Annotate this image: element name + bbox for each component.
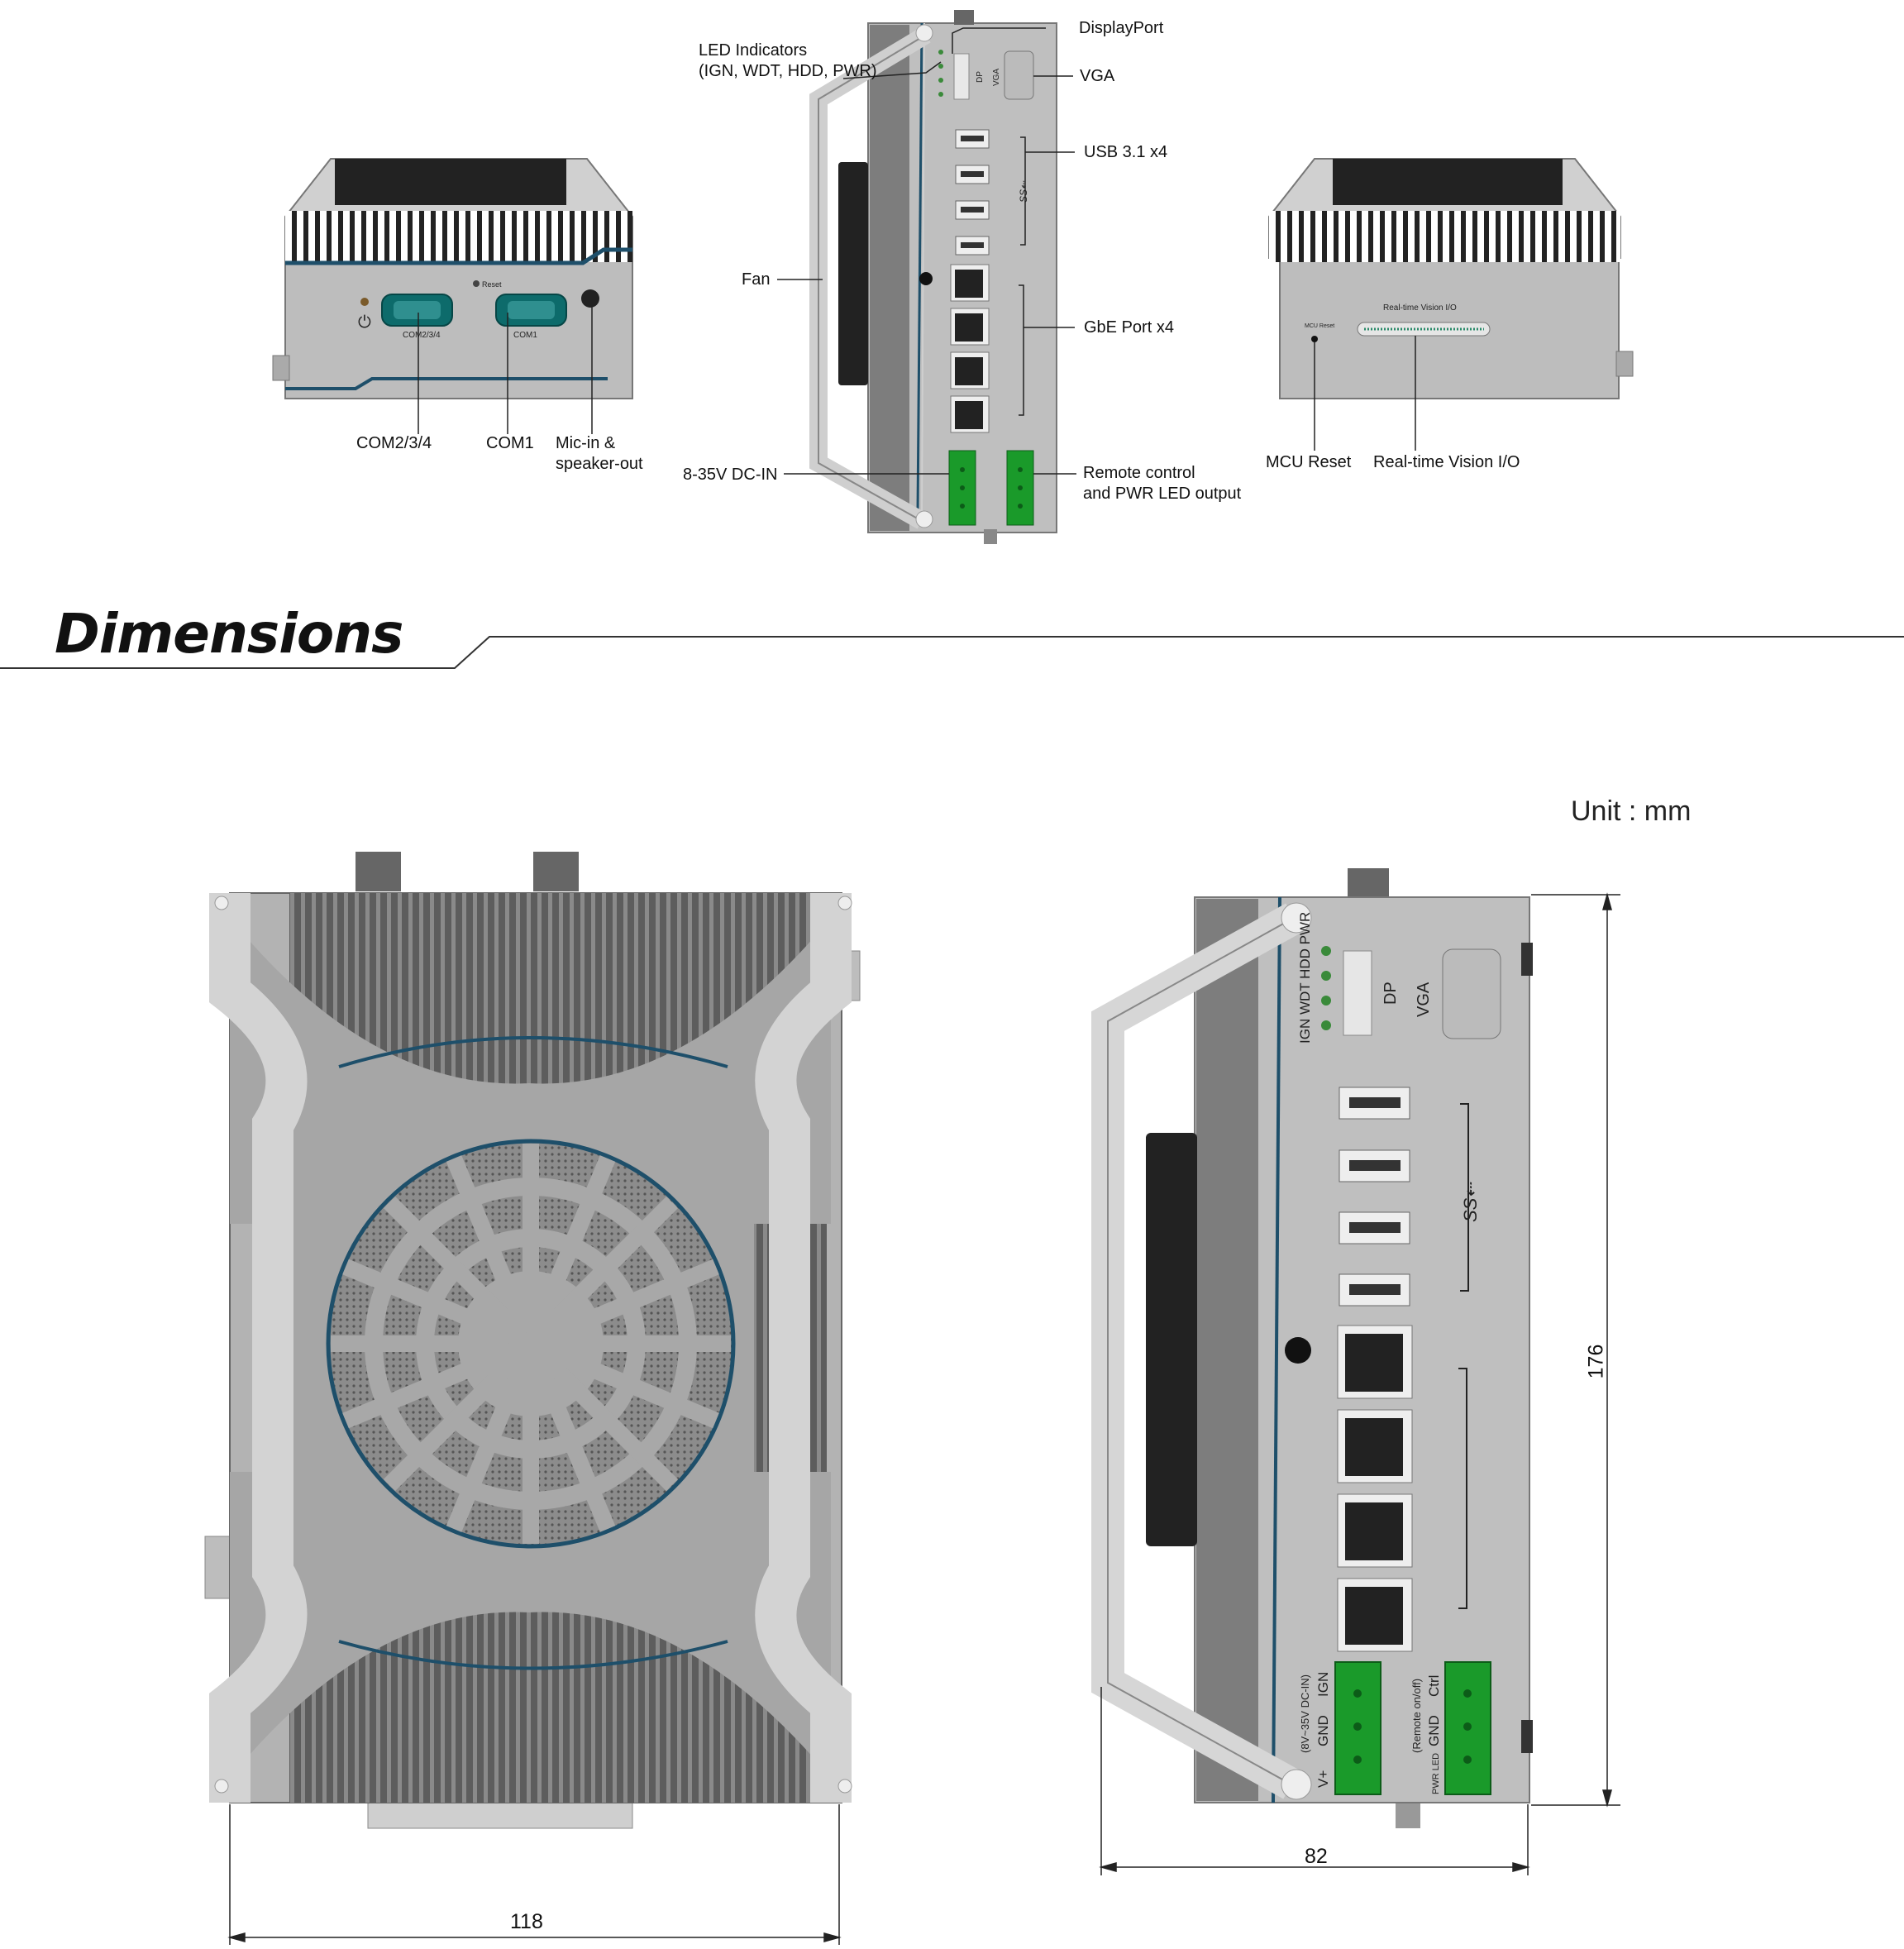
label-led-indicators-sub: (IGN, WDT, HDD, PWR) (699, 62, 877, 80)
drawing-ctrl-text: Ctrl (1426, 1675, 1442, 1697)
fan-grille (326, 1139, 736, 1549)
label-led-indicators: LED Indicators (699, 41, 808, 60)
front-view: ⏻ Reset COM2/3/4 COM1 (272, 158, 633, 399)
drawing-ss-icon: SS⇠ (1460, 1182, 1481, 1222)
dimension-height: 176 (1584, 1344, 1608, 1379)
label-displayport: DisplayPort (1079, 19, 1164, 37)
drawing-dp-text: DP (1381, 982, 1400, 1005)
drawing-vplus-text: V+ (1315, 1770, 1331, 1788)
label-rtv-io: Real-time Vision I/O (1373, 453, 1520, 471)
dimension-lines (227, 892, 1620, 1945)
label-remote-sub: and PWR LED output (1083, 485, 1242, 503)
label-mcu-reset: MCU Reset (1266, 453, 1352, 471)
drawing-remote-text: (Remote on/off) (1410, 1679, 1423, 1753)
drawing-usb-ports (1339, 1087, 1410, 1306)
label-com234: COM2/3/4 (356, 434, 432, 452)
reset-button (473, 280, 480, 287)
drawing-gnd-text: GND (1315, 1715, 1331, 1746)
usb-ports (955, 129, 990, 256)
rear-rtv-text: Real-time Vision I/O (1383, 303, 1457, 313)
remote-terminal (1006, 450, 1034, 526)
power-led (360, 298, 369, 306)
label-mic-sub: speaker-out (556, 455, 643, 473)
drawing-reset-button (1285, 1337, 1311, 1364)
drawing-gbe-ports (1337, 1325, 1413, 1652)
dimension-width: 118 (510, 1910, 543, 1933)
label-vga: VGA (1080, 67, 1115, 85)
rear-leaders (1314, 336, 1416, 451)
dp-port (953, 53, 970, 100)
com1-port (495, 294, 567, 327)
vga-port (1004, 50, 1034, 100)
side-view-drawing: IGN WDT HDD PWR DP VGA SS⇠ (8V~35V (1091, 868, 1533, 1828)
usb-ss-icon: SS⇠ (1018, 180, 1029, 203)
com234-port (381, 294, 453, 327)
label-gbe: GbE Port x4 (1084, 318, 1174, 337)
vga-text: VGA (992, 69, 1001, 86)
label-mic: Mic-in & (556, 434, 616, 452)
drawing-dcin-text: (8V~35V DC-IN) (1299, 1674, 1311, 1753)
audio-jack (581, 289, 599, 308)
rear-view: Real-time Vision I/O MCU Reset (1268, 158, 1634, 399)
front-com234-text: COM2/3/4 (403, 331, 441, 340)
front-com1-text: COM1 (513, 331, 537, 340)
drawing-remote (1444, 1661, 1491, 1795)
dimension-depth: 82 (1305, 1845, 1328, 1868)
label-usb: USB 3.1 x4 (1084, 143, 1168, 161)
unit-label: Unit : mm (1571, 795, 1692, 827)
power-icon: ⏻ (358, 313, 371, 332)
led-indicator-dots (938, 50, 943, 97)
drawing-handle (1091, 902, 1312, 1800)
label-remote: Remote control (1083, 464, 1195, 482)
section-rule (0, 636, 1904, 669)
drawing-led-text: IGN WDT HDD PWR (1297, 912, 1313, 1044)
dc-in-terminal (948, 450, 976, 526)
drawing-gnd2-text: GND (1426, 1715, 1442, 1746)
label-fan: Fan (742, 270, 771, 289)
side-handle (809, 24, 933, 529)
front-leaders (418, 306, 593, 434)
drawing-vga-text: VGA (1415, 982, 1433, 1017)
mcu-reset-button (1311, 336, 1318, 342)
label-com1: COM1 (486, 434, 534, 452)
top-view-drawing (204, 852, 861, 1829)
side-leaders (777, 27, 1076, 475)
side-fan (838, 162, 868, 385)
dp-text: DP (976, 71, 985, 83)
label-dc-in: 8-35V DC-IN (683, 466, 778, 484)
front-reset-text: Reset (482, 280, 502, 289)
rear-mcu-text: MCU Reset (1305, 323, 1334, 329)
drawing-fan (1146, 1133, 1197, 1546)
drawing-pwrled-text: PWR LED (1431, 1753, 1441, 1794)
section-title: Dimensions (55, 602, 403, 666)
drawing-ign-text: IGN (1315, 1672, 1331, 1697)
side-reset-button (919, 272, 933, 285)
side-view: DP VGA SS⇠ (809, 10, 1057, 544)
gbe-ports (950, 264, 990, 433)
drawing-dc-in (1334, 1661, 1381, 1795)
